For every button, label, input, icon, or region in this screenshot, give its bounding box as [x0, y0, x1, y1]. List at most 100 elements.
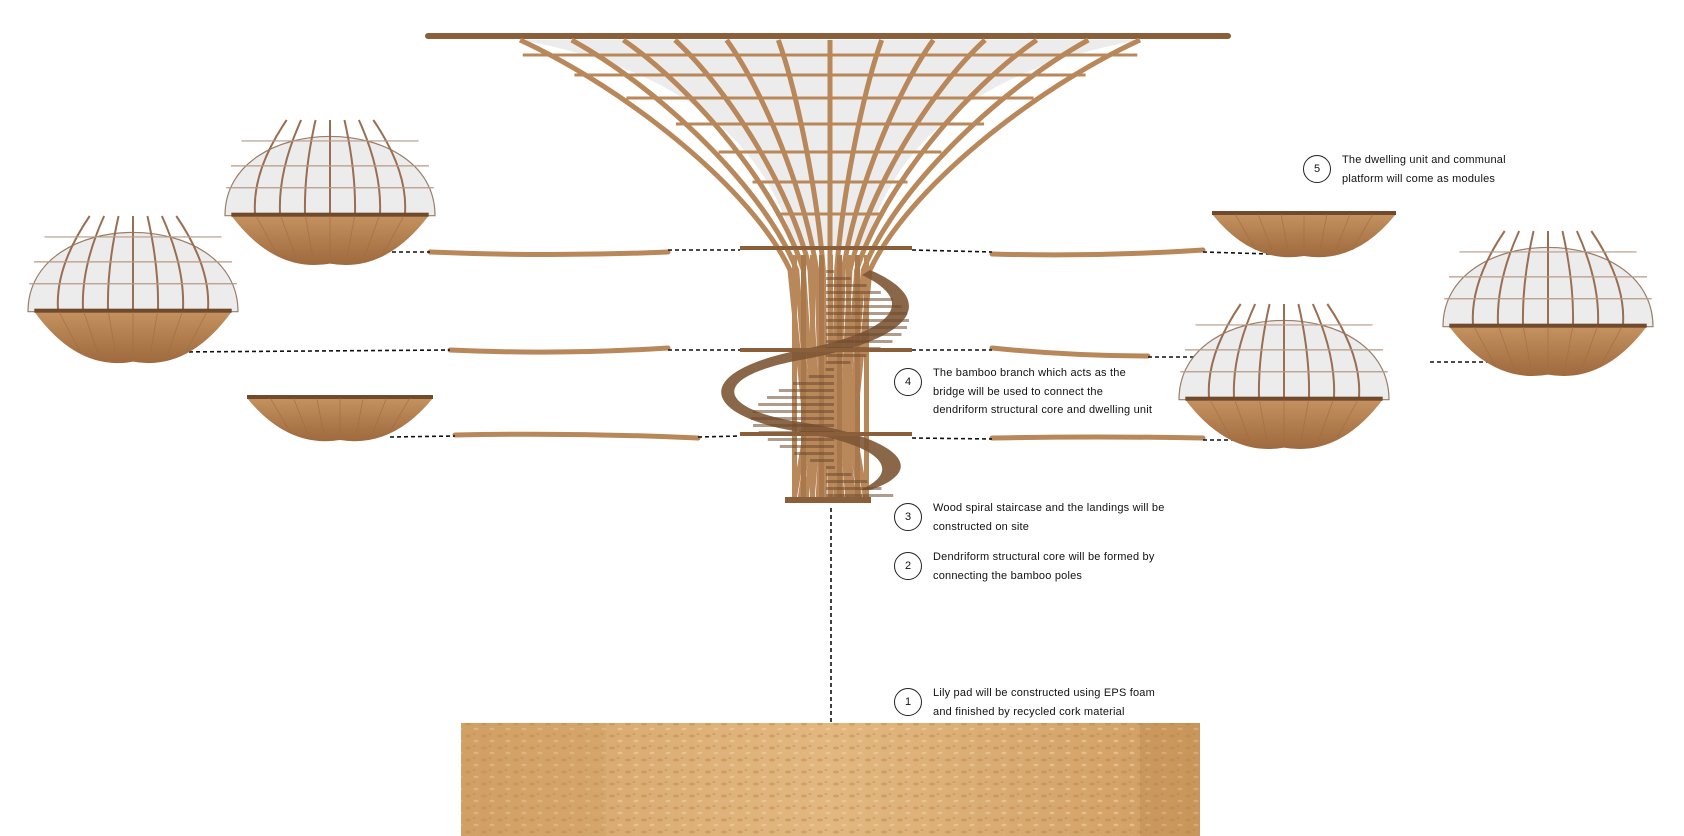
- stair-tread: [826, 291, 881, 294]
- dwelling-unit-pod: [224, 119, 436, 217]
- stair-tread: [826, 326, 908, 329]
- annotation-line: Lily pad will be constructed using EPS f…: [933, 687, 1155, 699]
- stair-tread: [826, 340, 893, 343]
- bamboo-pole: [673, 38, 821, 501]
- dwelling-unit-pod: [1178, 303, 1390, 401]
- bamboo-bridge: [989, 247, 1206, 258]
- stair-tread: [826, 480, 868, 483]
- stair-tread: [779, 445, 834, 448]
- connector-dashed-line: [911, 437, 993, 440]
- bamboo-bridge: [452, 431, 701, 441]
- annotation-3: 3 Wood spiral staircase and the landings …: [894, 499, 1165, 536]
- trunk-pole: [801, 255, 806, 500]
- stair-tread: [826, 473, 852, 476]
- annotation-line: Wood spiral staircase and the landings w…: [933, 502, 1165, 514]
- annotation-text: The bamboo branch which acts as the bridg…: [933, 364, 1152, 420]
- annotation-line: connecting the bamboo poles: [933, 569, 1083, 582]
- stair-tread: [826, 284, 867, 287]
- bamboo-bridge: [447, 345, 671, 355]
- stair-tread: [826, 277, 851, 280]
- communal-platform-bowl: [247, 395, 433, 442]
- trunk-pole: [846, 255, 851, 500]
- canopy-rim: [425, 33, 1231, 39]
- annotation-4: 4 The bamboo branch which acts as the brid…: [894, 364, 1152, 420]
- staircase-landings: [740, 246, 912, 436]
- stair-tread: [751, 417, 834, 420]
- annotation-text: Wood spiral staircase and the landings w…: [933, 499, 1165, 536]
- lily-pad-base: [461, 723, 1200, 836]
- trunk-pole: [864, 255, 869, 500]
- dwelling-units: [27, 119, 1654, 450]
- annotation-text: The dwelling unit and communal platform w…: [1342, 151, 1506, 188]
- annotation-line: platform will come as modules: [1342, 172, 1496, 185]
- stair-tread: [825, 368, 834, 371]
- bamboo-bridge: [427, 249, 671, 257]
- connector-dashed-line: [174, 349, 451, 353]
- dwelling-unit-pod: [1442, 230, 1654, 328]
- stair-tread: [826, 487, 882, 490]
- communal-platform-bowl: [1212, 211, 1396, 258]
- step-number-badge: 4: [894, 368, 922, 396]
- annotation-line: and finished by recycled cork material: [933, 705, 1125, 718]
- communal-platform-bowl: [1185, 396, 1383, 450]
- stair-tread: [793, 382, 834, 385]
- stair-tread: [826, 305, 902, 308]
- stair-tread: [826, 494, 894, 497]
- bamboo-bridge: [989, 434, 1206, 441]
- annotation-2: 2 Dendriform structural core will be form…: [894, 548, 1155, 585]
- bamboo-pole: [851, 37, 1142, 501]
- bamboo-bridge: [989, 345, 1151, 359]
- annotation-line: The bamboo branch which acts as the: [933, 367, 1126, 379]
- stair-tread: [752, 410, 834, 413]
- dwelling-unit-pod: [27, 215, 239, 313]
- connector-dashed-line: [697, 435, 741, 438]
- stair-tread: [826, 361, 851, 364]
- communal-platform-bowl: [1449, 323, 1647, 377]
- annotation-5: 5 The dwelling unit and communal platform …: [1303, 151, 1506, 188]
- annotation-1: 1 Lily pad will be constructed using EPS …: [894, 684, 1155, 721]
- connector-dashed-line: [911, 249, 993, 253]
- bamboo-pole: [518, 37, 809, 501]
- step-number-badge: 1: [894, 688, 922, 716]
- bamboo-bridges: [174, 247, 1525, 441]
- stair-tread: [767, 396, 834, 399]
- stair-tread: [778, 389, 834, 392]
- annotation-text: Dendriform structural core will be forme…: [933, 548, 1155, 585]
- stair-tread: [810, 459, 834, 462]
- communal-platform-bowl: [34, 308, 232, 364]
- communal-platform-bowl: [231, 212, 429, 266]
- annotation-line: The dwelling unit and communal: [1342, 154, 1506, 166]
- stair-tread: [826, 466, 835, 469]
- annotation-line: constructed on site: [933, 520, 1030, 533]
- bamboo-pole: [724, 38, 825, 501]
- stair-tread: [826, 319, 909, 322]
- annotation-line: Dendriform structural core will be forme…: [933, 551, 1155, 563]
- trunk-pole: [792, 255, 797, 500]
- stair-tread: [758, 403, 834, 406]
- step-number-badge: 2: [894, 552, 922, 580]
- core-foot: [785, 497, 871, 503]
- trunk-pole: [855, 255, 860, 500]
- bamboo-pole: [839, 38, 987, 501]
- stair-spiral: [721, 270, 909, 490]
- annotation-line: dendriform structural core and dwelling …: [933, 404, 1153, 416]
- annotation-line: bridge will be used to connect the: [933, 385, 1104, 398]
- stair-tread: [826, 312, 908, 315]
- bamboo-pole: [835, 38, 936, 501]
- stair-tread: [826, 270, 834, 273]
- step-number-badge: 3: [894, 503, 922, 531]
- stair-tread: [826, 333, 902, 336]
- connector-dashed-line: [389, 435, 456, 438]
- step-number-badge: 5: [1303, 155, 1331, 183]
- bamboo-pole: [621, 37, 817, 501]
- stair-tread: [753, 424, 834, 427]
- connector-dashed-line: [1202, 251, 1271, 255]
- stair-tread: [826, 354, 867, 357]
- stair-tread: [826, 298, 893, 301]
- trunk-pole: [837, 255, 842, 500]
- annotation-text: Lily pad will be constructed using EPS f…: [933, 684, 1155, 721]
- stair-tread: [808, 375, 834, 378]
- stair-tread: [794, 452, 834, 455]
- stair-tread: [767, 438, 834, 441]
